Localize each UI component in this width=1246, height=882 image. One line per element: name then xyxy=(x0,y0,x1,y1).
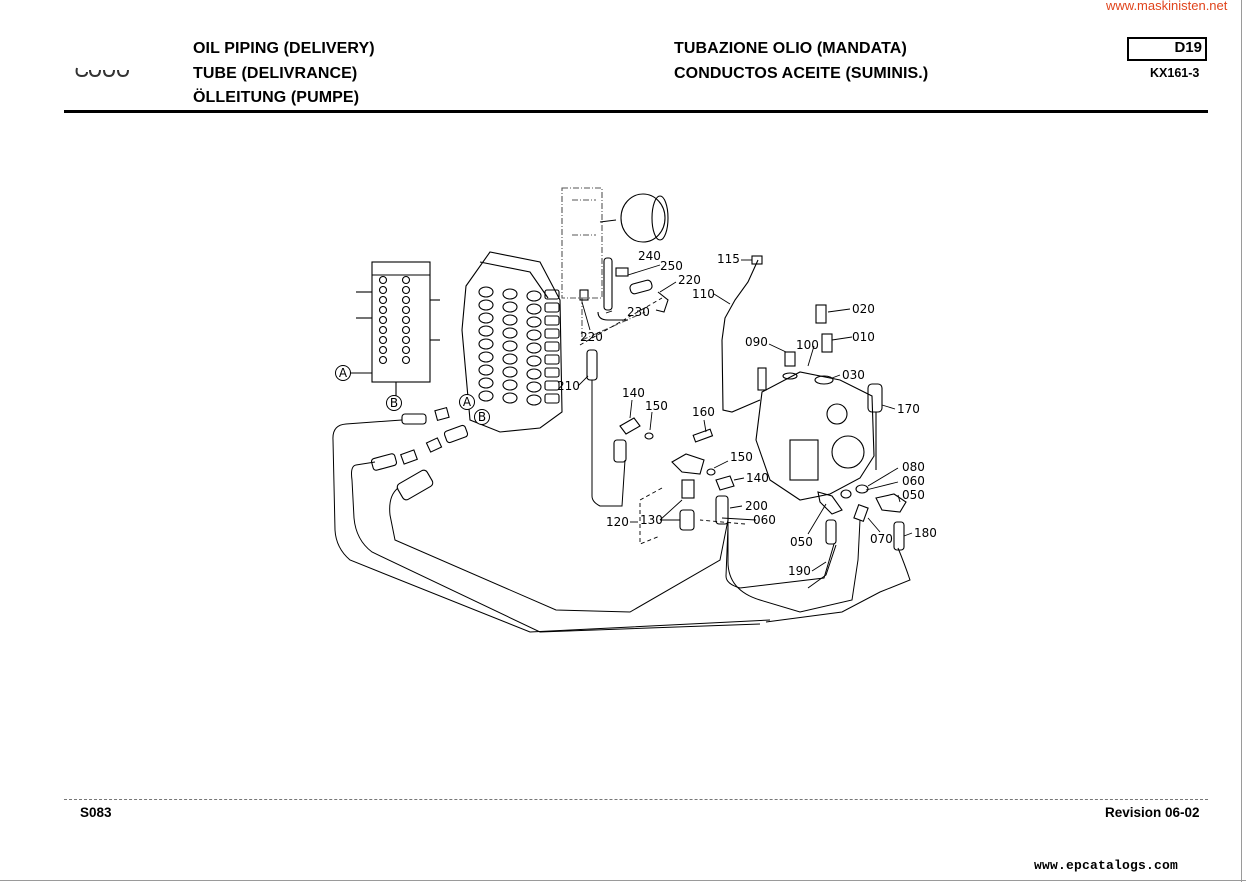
footer-code: S083 xyxy=(80,805,112,820)
title-it: TUBAZIONE OLIO (MANDATA) xyxy=(674,40,907,57)
dashed-leaders xyxy=(579,297,746,545)
marker-1: A xyxy=(335,365,351,381)
part-label-115: 115 xyxy=(717,252,740,266)
part-label-060: 060 xyxy=(902,474,925,488)
marker-3: A xyxy=(459,394,475,410)
control-valve-block xyxy=(461,251,563,433)
scan-edge-right xyxy=(1241,0,1242,882)
part-label-110: 110 xyxy=(692,287,715,301)
label-leaders xyxy=(577,259,913,572)
scan-edge-bottom xyxy=(0,880,1246,881)
part-label-160: 160 xyxy=(692,405,715,419)
model-number: KX161-3 xyxy=(1150,66,1200,80)
title-en: OIL PIPING (DELIVERY) xyxy=(193,40,375,57)
part-label-120: 120 xyxy=(606,515,629,529)
marker-2: B xyxy=(386,395,402,411)
part-label-250: 250 xyxy=(660,259,683,273)
part-label-100: 100 xyxy=(796,338,819,352)
scan-mark xyxy=(75,67,129,78)
part-label-050: 050 xyxy=(790,535,813,549)
part-label-220: 220 xyxy=(580,330,603,344)
part-label-140: 140 xyxy=(622,386,645,400)
part-label-150: 150 xyxy=(645,399,668,413)
hose-110 xyxy=(721,255,763,413)
title-fr: TUBE (DELIVRANCE) xyxy=(193,64,358,82)
part-label-190: 190 xyxy=(788,564,811,578)
part-label-130: 130 xyxy=(640,513,663,527)
fittings-left-hoses xyxy=(370,406,469,501)
part-label-090: 090 xyxy=(745,335,768,349)
part-label-170: 170 xyxy=(897,402,920,416)
watermark-top[interactable]: www.maskinisten.net xyxy=(1106,0,1228,13)
part-label-180: 180 xyxy=(914,526,937,540)
part-label-010: 010 xyxy=(852,330,875,344)
part-label-220: 220 xyxy=(678,273,701,287)
footer-rule xyxy=(64,799,1208,800)
part-label-030: 030 xyxy=(842,368,865,382)
svg-text:B: B xyxy=(390,396,398,410)
part-label-020: 020 xyxy=(852,302,875,316)
valve-schematic xyxy=(344,261,440,396)
part-label-070: 070 xyxy=(870,532,893,546)
part-label-080: 080 xyxy=(902,460,925,474)
footer-revision: Revision 06-02 xyxy=(1105,805,1200,820)
svg-text:B: B xyxy=(478,410,486,424)
fittings-middle xyxy=(613,417,735,531)
title-de: ÖLLEITUNG (PUMPE) xyxy=(193,89,360,106)
hydraulic-pump xyxy=(755,304,883,501)
svg-text:A: A xyxy=(339,366,348,380)
part-label-050: 050 xyxy=(902,488,925,502)
hose-routing xyxy=(332,380,911,633)
header-rule xyxy=(64,110,1208,113)
part-label-210: 210 xyxy=(557,379,580,393)
fittings-upper xyxy=(579,257,669,381)
watermark-bottom[interactable]: www.epcatalogs.com xyxy=(1034,858,1179,873)
marker-4: B xyxy=(474,409,490,425)
page-code-box: D19 xyxy=(1127,37,1207,61)
part-label-140: 140 xyxy=(746,471,769,485)
title-es: CONDUCTOS ACEITE (SUMINIS.) xyxy=(674,64,929,82)
header-right-titles: TUBAZIONE OLIO (MANDATA) CONDUCTOS ACEIT… xyxy=(674,37,928,86)
part-label-150: 150 xyxy=(730,450,753,464)
svg-text:A: A xyxy=(463,395,472,409)
page-code: D19 xyxy=(1174,39,1202,56)
part-label-230: 230 xyxy=(627,305,650,319)
header-left-titles: OIL PIPING (DELIVERY) TUBE (DELIVRANCE) … xyxy=(193,37,375,111)
part-label-060: 060 xyxy=(753,513,776,527)
cylinder-drum xyxy=(599,193,669,243)
part-label-240: 240 xyxy=(638,249,661,263)
part-label-200: 200 xyxy=(745,499,768,513)
